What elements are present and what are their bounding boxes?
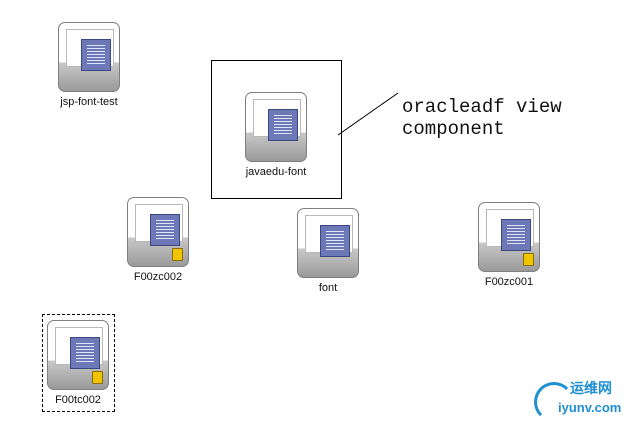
document-icon [501,219,531,251]
selection-frame [211,60,342,199]
folder-badge-icon [92,371,103,384]
node-label: javaedu-font [245,166,307,178]
node-jsp-font-test[interactable]: jsp-font-test [57,22,121,108]
tile-inner [135,204,183,246]
node-label: F00tc002 [55,394,101,406]
node-label: jsp-font-test [60,96,118,108]
node-tile [127,197,189,267]
folder-badge-icon [172,248,183,261]
node-tile [58,22,120,92]
node-javaedu-font[interactable]: javaedu-font [244,92,308,178]
annotation-text: oracleadf view component [402,96,562,140]
node-label: font [318,282,338,294]
folder-badge-icon [523,253,534,266]
watermark-swirl-icon [534,382,574,422]
watermark: 运维网 iyunv.com [532,376,630,422]
annotation-line-1: oracleadf view [402,96,562,118]
annotation-line-2: component [402,118,505,140]
watermark-text-en: iyunv.com [558,400,622,415]
tile-inner [486,209,534,251]
node-font[interactable]: font [296,208,360,294]
node-tile [297,208,359,278]
node-tile [245,92,307,162]
node-f00zc002[interactable]: F00zc002 [126,197,190,283]
node-label: F00zc001 [484,276,534,288]
tile-inner [55,327,103,369]
node-label: F00zc002 [133,271,183,283]
node-tile [478,202,540,272]
node-f00zc001[interactable]: F00zc001 [477,202,541,288]
node-tile [47,320,109,390]
document-icon [81,39,111,71]
tile-inner [305,215,353,257]
document-icon [70,337,100,369]
tile-inner [253,99,301,141]
document-icon [150,214,180,246]
tile-inner [66,29,114,71]
focus-frame [42,314,115,412]
watermark-text-cn: 运维网 [570,380,612,396]
document-icon [320,225,350,257]
document-icon [268,109,298,141]
node-f00tc002[interactable]: F00tc002 [46,320,110,406]
